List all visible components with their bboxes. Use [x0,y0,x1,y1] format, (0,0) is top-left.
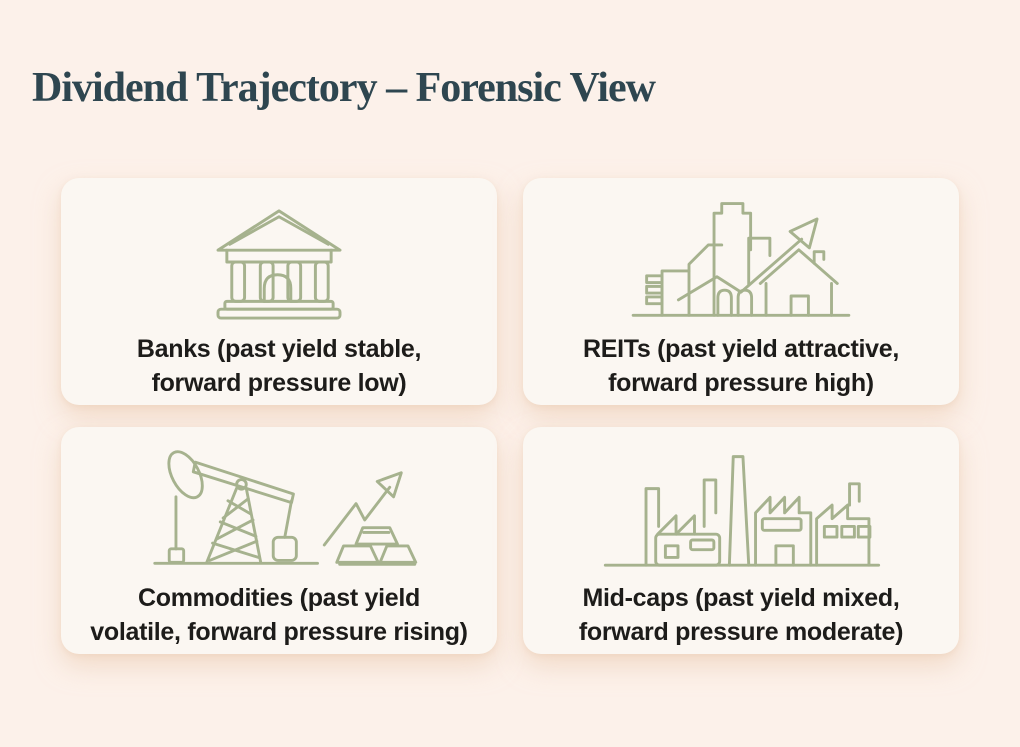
cards-grid: Banks (past yield stable, forward pressu… [61,178,959,654]
card-label: Mid-caps (past yield mixed, forward pres… [578,584,904,646]
card-label: Commodities (past yield volatile, forwar… [90,584,468,646]
card-label: Banks (past yield stable, forward pressu… [136,335,422,397]
card-commodities: Commodities (past yield volatile, forwar… [61,427,497,654]
page-title: Dividend Trajectory – Forensic View [32,65,656,111]
card-label: REITs (past yield attractive, forward pr… [583,335,899,397]
oil-pump-gold-ingots-icon [138,445,420,571]
card-reits: REITs (past yield attractive, forward pr… [523,178,959,405]
factory-icon [595,445,887,571]
card-banks: Banks (past yield stable, forward pressu… [61,178,497,405]
card-midcaps: Mid-caps (past yield mixed, forward pres… [523,427,959,654]
reit-buildings-growth-icon [624,196,858,322]
bank-building-icon [205,196,353,322]
